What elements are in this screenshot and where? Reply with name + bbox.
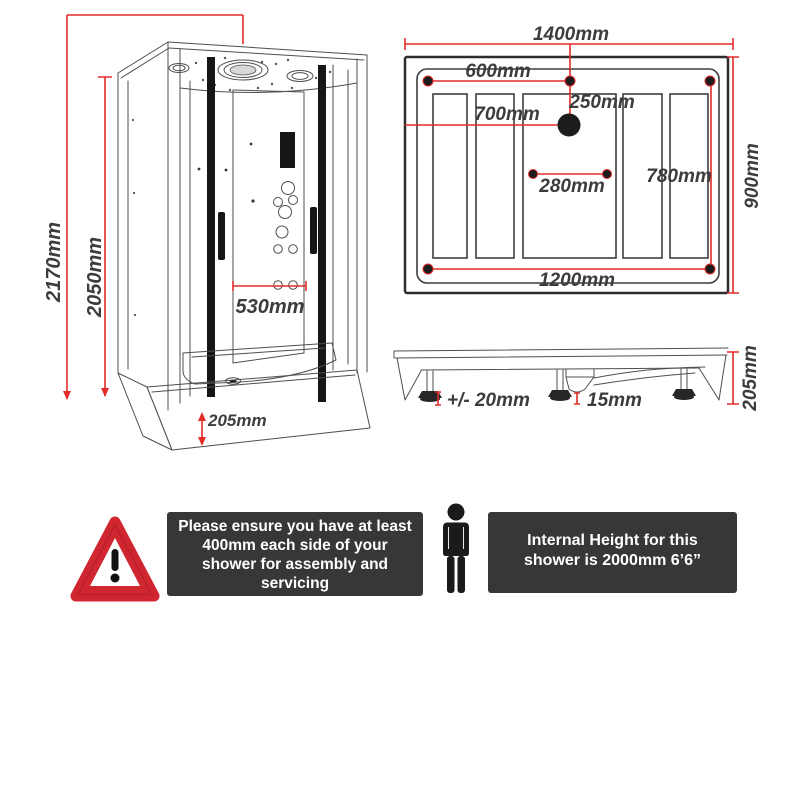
dimension-205-front: 205mm	[198, 411, 267, 446]
clearance-notice-panel: Please ensure you have at least 400mm ea…	[167, 512, 423, 596]
door-profile-right	[318, 65, 326, 402]
dimension-780: 780mm	[646, 81, 712, 271]
dimension-280: 280mm	[528, 169, 612, 197]
warning-triangle-icon	[70, 516, 160, 602]
dimension-label-waste-clearance: 15mm	[587, 390, 642, 411]
dimension-530: 530mm	[232, 281, 307, 318]
door-profile-left	[207, 57, 215, 397]
clearance-notice-line: Please ensure you have at least	[178, 518, 412, 535]
dimension-1400: 1400mm	[404, 24, 734, 50]
profile-view-drawing: +/- 20mm 15mm 205mm	[393, 345, 761, 412]
dimension-leg-adjust: +/- 20mm	[435, 390, 530, 411]
tray-base	[117, 369, 371, 451]
dimension-label-2050: 2050mm	[84, 237, 106, 318]
control-panel	[280, 132, 295, 168]
dimension-label-1200: 1200mm	[539, 270, 615, 291]
wall-dots	[132, 119, 255, 316]
clearance-notice-line: 400mm each side of your	[202, 537, 388, 554]
dimension-2170: 2170mm	[43, 14, 244, 400]
dimension-label-1400: 1400mm	[533, 24, 609, 45]
waste-trap	[565, 366, 706, 393]
height-notice-line: Internal Height for this	[527, 532, 698, 549]
dimension-label-280: 280mm	[538, 176, 605, 197]
ceiling-dots	[194, 56, 332, 92]
person-icon	[443, 503, 469, 593]
dimension-1200: 1200mm	[428, 268, 710, 291]
dimension-label-700: 700mm	[474, 104, 540, 125]
dimension-label-2170: 2170mm	[43, 222, 65, 303]
ceiling-light-right	[286, 70, 314, 82]
dimension-label-leg-adjust: +/- 20mm	[447, 390, 530, 411]
dimension-label-600: 600mm	[465, 61, 531, 82]
front-view-drawing: 2170mm 2050mm 530mm 205mm	[43, 14, 371, 451]
clearance-notice-line: servicing	[260, 575, 330, 592]
dimension-700: 700mm	[405, 104, 569, 126]
dimension-label-900: 900mm	[742, 143, 763, 209]
clearance-notice-line: shower for assembly and	[201, 556, 389, 573]
waste-hole	[557, 113, 581, 137]
height-notice-panel: Internal Height for this shower is 2000m…	[488, 512, 737, 593]
door-handle-left	[218, 212, 225, 260]
rain-shower-head	[217, 59, 269, 81]
height-notice-line: shower is 2000mm 6’6”	[524, 552, 701, 569]
dimension-label-780: 780mm	[646, 166, 712, 187]
dimension-600: 600mm	[427, 61, 570, 86]
dimension-label-250: 250mm	[568, 92, 635, 113]
door-handle-right	[310, 207, 317, 254]
body-jets	[273, 181, 298, 290]
technical-diagram: 2170mm 2050mm 530mm 205mm	[43, 14, 763, 451]
tray-legs	[418, 368, 696, 402]
dimension-2050: 2050mm	[84, 76, 112, 397]
dimension-waste-clearance: 15mm	[574, 390, 642, 411]
plan-view-drawing: 1400mm 900mm 600mm 250mm 700mm	[403, 24, 763, 295]
dimension-label-530: 530mm	[236, 296, 305, 318]
dimension-900: 900mm	[727, 56, 763, 294]
dimension-label-205-front: 205mm	[207, 411, 267, 430]
dimension-label-205-profile: 205mm	[740, 345, 761, 412]
fixing-points	[422, 75, 716, 275]
ceiling-light-left	[168, 63, 190, 73]
dimension-205-profile: 205mm	[727, 345, 761, 412]
